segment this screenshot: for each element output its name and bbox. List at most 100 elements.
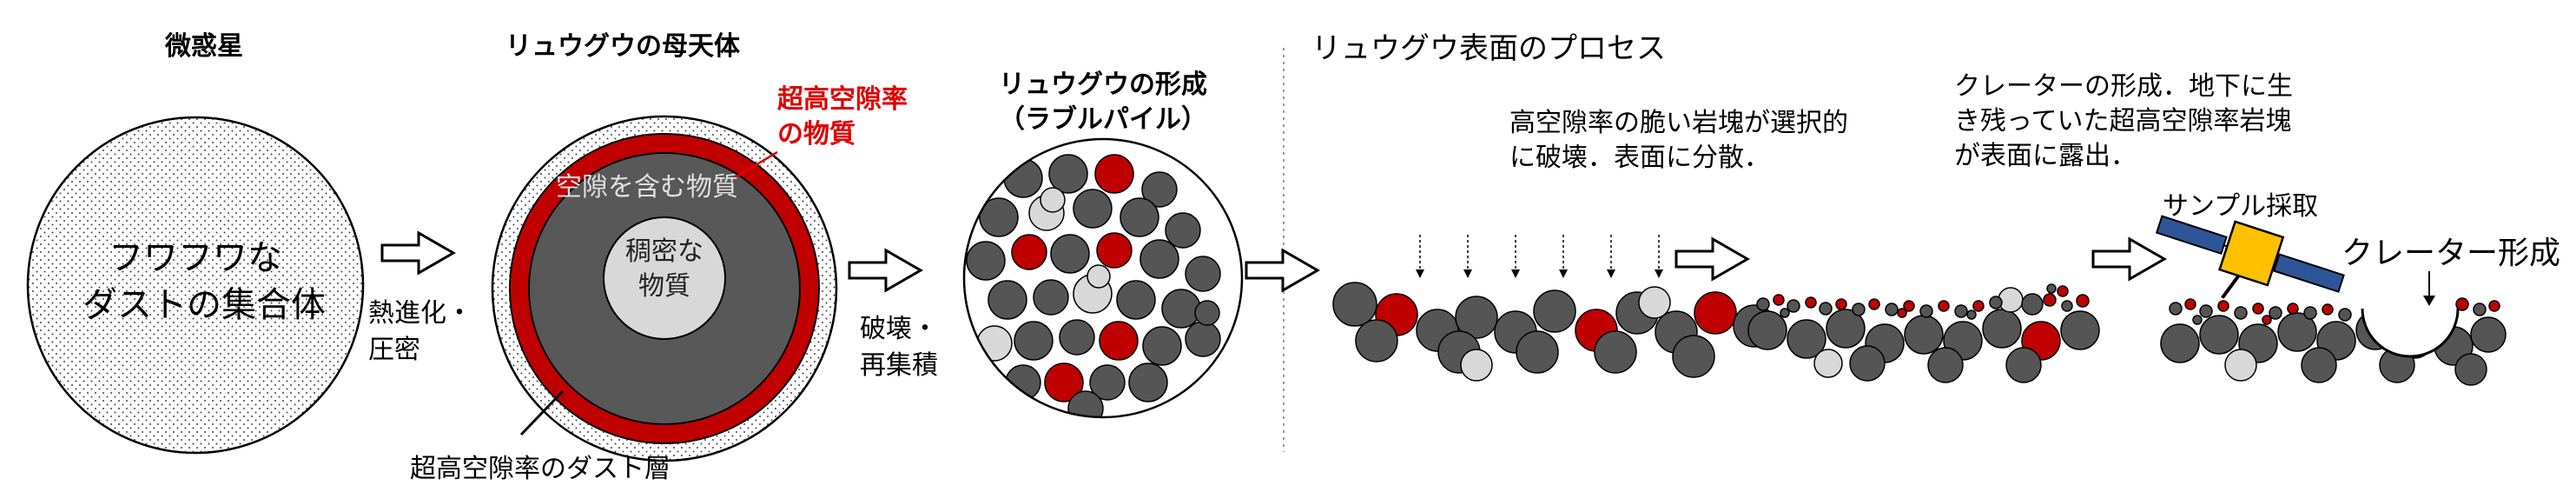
rubble-block — [1142, 326, 1182, 366]
rubble-block — [1048, 154, 1088, 194]
crater-label: クレーター形成 — [2342, 236, 2561, 271]
surface-step1-line1: 高空隙率の脆い岩塊が選択的 — [1509, 108, 1848, 138]
parent-body — [491, 115, 838, 462]
right-arrow-icon — [1245, 248, 1321, 293]
fragment — [1835, 298, 1847, 310]
rubble-pile — [962, 137, 1244, 419]
stage1-body-line2: ダストの集合体 — [83, 285, 326, 325]
surface-step2-desc: クレーターの形成．地下に生 き残っていた超高空隙率岩塊 が表面に露出． — [1954, 70, 2293, 174]
right-arrow-icon — [848, 248, 924, 293]
surface-title: リュウグウ表面のプロセス — [1311, 31, 1666, 66]
stage2-mid-label: 空隙を含む物質 — [556, 172, 738, 203]
down-arrow-icon — [1416, 269, 1424, 278]
stage2-title: リュウグウの母天体 — [505, 31, 740, 62]
surface-boulder — [1516, 330, 1559, 374]
fragment — [1989, 296, 2003, 309]
fragment — [2057, 285, 2069, 297]
surface-boulder — [1813, 349, 1843, 378]
fragment — [2184, 298, 2196, 310]
fragment — [2262, 315, 2272, 325]
surface-boulder — [1904, 315, 1944, 355]
rubble-block — [1194, 300, 1220, 326]
rubble-block — [1185, 321, 1221, 357]
rubble-block — [1011, 234, 1047, 270]
surface-step1 — [1332, 235, 1776, 382]
fragment — [1868, 298, 1880, 310]
stage3-title: リュウグウの形成 （ラブルパイル） — [977, 68, 1229, 137]
surface-boulder — [1460, 349, 1493, 382]
fragment — [2061, 300, 2073, 312]
fragment — [1885, 303, 1899, 316]
fragment — [1897, 308, 1907, 318]
surface-boulder — [1849, 345, 1886, 382]
stage1-body-line1: フワフワな — [109, 238, 282, 278]
fragment — [1819, 302, 1833, 316]
right-arrow-icon — [380, 230, 457, 276]
down-arrow-icon — [1607, 269, 1615, 278]
fragment — [1773, 294, 1785, 306]
fragment — [1756, 297, 1770, 311]
rubble-block — [1073, 189, 1113, 229]
surface-boulder — [2301, 347, 2337, 383]
rubble-block — [1087, 264, 1111, 289]
surface-boulder — [1355, 319, 1398, 362]
down-arrow-icon — [2423, 271, 2435, 306]
rubble-block — [1067, 390, 1104, 417]
rubble-block — [1099, 321, 1139, 361]
rubble-block — [1139, 239, 1179, 279]
rubble-block — [1059, 319, 1095, 356]
surface-step2-line2: き残っていた超高空隙率岩塊 — [1954, 106, 2292, 136]
stage2-red-label-line2: の物質 — [777, 119, 855, 150]
fragment — [2455, 297, 2469, 311]
fragment — [2169, 302, 2183, 316]
fragment — [1966, 309, 1977, 320]
fragment — [2192, 315, 2203, 325]
fragment — [2217, 300, 2229, 312]
fragment — [2287, 303, 2299, 315]
stage2-bottom-label: 超高空隙率のダスト層 — [410, 454, 670, 484]
surface-boulder — [1332, 282, 1377, 327]
fragment — [2303, 306, 2317, 320]
down-arrow-icon — [1511, 269, 1520, 278]
planetesimal — [26, 116, 365, 455]
surface-boulder — [1998, 287, 2024, 313]
stage1-title: 微惑星 — [165, 31, 243, 62]
surface-boulder — [1982, 309, 2022, 349]
stage3-title-line2: （ラブルパイル） — [999, 104, 1207, 135]
surface-boulder — [1533, 289, 1576, 333]
fragment — [2338, 308, 2352, 322]
surface-boulder — [2454, 353, 2487, 386]
rubble-block — [1161, 289, 1201, 329]
surface-boulder — [1787, 319, 1826, 359]
stage3-title-line1: リュウグウの形成 — [999, 70, 1207, 100]
rubble-block — [987, 280, 1027, 320]
stage1-body: フワフワな ダストの集合体 — [83, 235, 326, 329]
right-arrow-icon — [2091, 236, 2168, 282]
rubble-block — [1096, 232, 1133, 269]
rubble-block — [1165, 212, 1201, 249]
arrow2-label-line2: 再集積 — [860, 350, 938, 381]
surface-boulder — [2021, 293, 2044, 316]
fragment — [1780, 308, 1790, 318]
rubble-block — [979, 197, 1019, 237]
rubble-block — [1033, 279, 1069, 316]
surface-step1-line2: に破壊．表面に分散． — [1509, 143, 1770, 173]
rubble-block — [976, 325, 1013, 362]
surface-boulder — [1747, 310, 1787, 350]
fragment — [1787, 299, 1800, 313]
fragment — [2252, 303, 2264, 315]
fragment — [1852, 303, 1866, 316]
rubble-block — [1141, 171, 1178, 208]
arrow2-label: 破壊・ 再集積 — [860, 311, 938, 384]
surface-step1-desc: 高空隙率の脆い岩塊が選択的 に破壊．表面に分散． — [1509, 106, 1848, 176]
surface-boulder — [2277, 312, 2317, 352]
fragment — [2269, 306, 2282, 320]
stage2-core-line1: 稠密な — [625, 236, 703, 267]
fragment — [2234, 306, 2248, 320]
surface-boulder — [1672, 335, 1715, 378]
fragment — [1938, 300, 1950, 312]
surface-step2-line1: クレーターの形成．地下に生 — [1954, 71, 2293, 102]
stage2-red-label-line1: 超高空隙率 — [777, 84, 908, 115]
fragment — [2199, 304, 2213, 318]
